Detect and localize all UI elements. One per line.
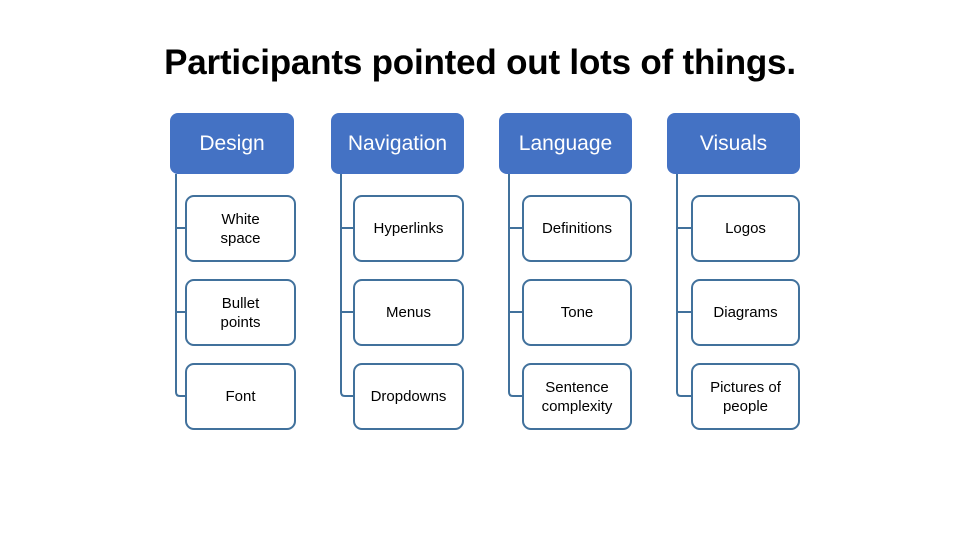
- connector-line: [175, 228, 185, 313]
- connector-line: [508, 312, 522, 397]
- child-node-label: White space: [220, 210, 261, 247]
- connector-line: [676, 312, 691, 397]
- child-node-hyperlinks[interactable]: Hyperlinks: [353, 195, 464, 262]
- child-node-label: Hyperlinks: [373, 220, 444, 237]
- connector-line: [340, 312, 353, 397]
- child-node-white-space[interactable]: White space: [185, 195, 296, 262]
- child-node-label: Font: [225, 388, 256, 405]
- child-node-font[interactable]: Font: [185, 363, 296, 430]
- connector-line: [340, 174, 353, 229]
- child-node-label: Bullet points: [220, 294, 261, 331]
- connector-line: [676, 228, 691, 313]
- child-node-logos[interactable]: Logos: [691, 195, 800, 262]
- connector-line: [508, 174, 522, 229]
- child-node-label: Sentence complexity: [541, 378, 613, 415]
- connector-line: [175, 312, 185, 397]
- header-node-language[interactable]: Language: [499, 113, 632, 174]
- child-node-label: Diagrams: [713, 304, 778, 321]
- connector-line: [175, 174, 185, 229]
- connector-line: [508, 228, 522, 313]
- page-title: Participants pointed out lots of things.: [164, 43, 796, 82]
- child-node-definitions[interactable]: Definitions: [522, 195, 632, 262]
- child-node-diagrams[interactable]: Diagrams: [691, 279, 800, 346]
- child-node-bullet-points[interactable]: Bullet points: [185, 279, 296, 346]
- child-node-menus[interactable]: Menus: [353, 279, 464, 346]
- child-node-label: Pictures of people: [710, 378, 781, 415]
- connector-line: [676, 174, 691, 229]
- child-node-label: Menus: [385, 304, 432, 321]
- child-node-label: Dropdowns: [370, 388, 447, 405]
- header-node-design[interactable]: Design: [170, 113, 294, 174]
- child-node-dropdowns[interactable]: Dropdowns: [353, 363, 464, 430]
- child-node-label: Tone: [560, 304, 594, 321]
- child-node-sentence-complexity[interactable]: Sentence complexity: [522, 363, 632, 430]
- child-node-label: Definitions: [541, 220, 613, 237]
- child-node-label: Logos: [725, 220, 766, 237]
- child-node-tone[interactable]: Tone: [522, 279, 632, 346]
- header-node-visuals[interactable]: Visuals: [667, 113, 800, 174]
- header-node-navigation[interactable]: Navigation: [331, 113, 464, 174]
- connector-line: [340, 228, 353, 313]
- child-node-pictures-of-people[interactable]: Pictures of people: [691, 363, 800, 430]
